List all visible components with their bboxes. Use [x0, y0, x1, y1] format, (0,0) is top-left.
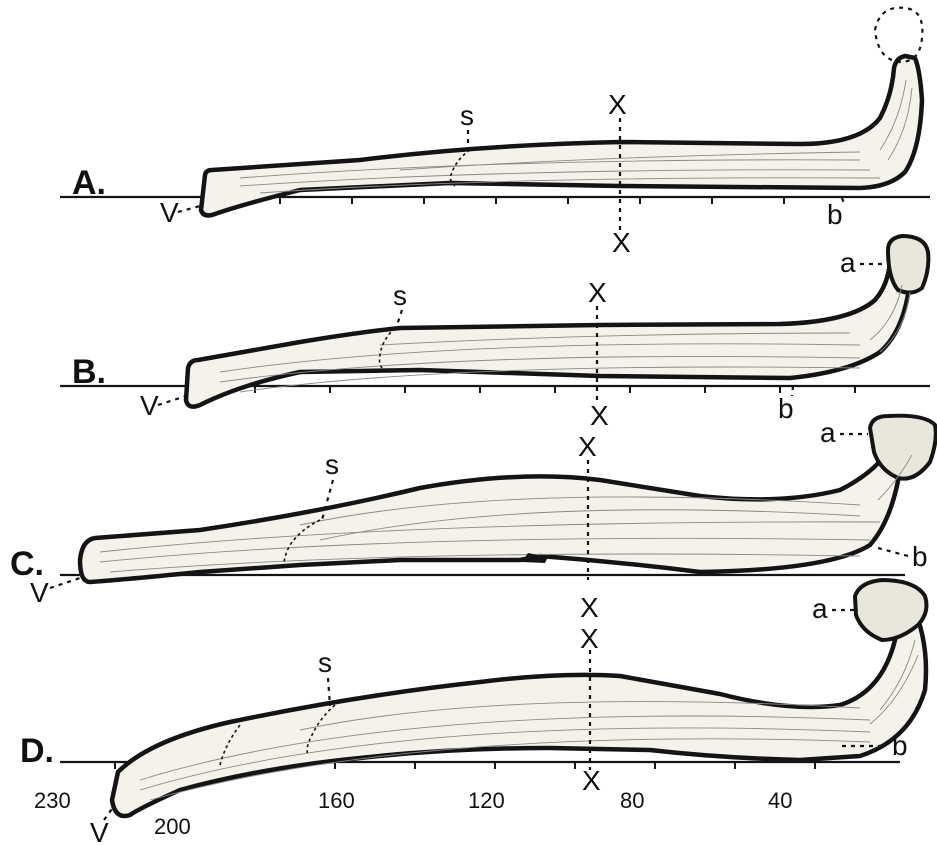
head-outline-a: [875, 8, 922, 62]
suture-label-d: s: [318, 647, 332, 678]
rib-b: [186, 240, 910, 407]
x-mark-bottom-d: X: [582, 765, 601, 796]
ventral-label-d: V: [90, 817, 109, 845]
b-label-b: b: [778, 393, 794, 424]
suture-label-c: s: [325, 449, 339, 480]
x-mark-bottom-a: X: [612, 227, 631, 258]
panel-label-d: D.: [20, 732, 54, 770]
scale-120: 120: [468, 788, 505, 813]
ventral-label-a: V: [160, 197, 179, 228]
b-label-a: b: [827, 199, 843, 230]
rib-d: [112, 600, 926, 816]
x-mark-bottom-b: X: [590, 400, 609, 431]
x-mark-top-b: X: [588, 277, 607, 308]
a-label-b: a: [840, 247, 856, 278]
panel-c: C. V s X a b: [10, 416, 936, 608]
ventral-label-c: V: [30, 577, 49, 608]
x-mark-top-a: X: [608, 89, 627, 120]
suture-label-b: s: [393, 280, 407, 311]
a-label-c: a: [820, 417, 836, 448]
panel-a: A. V s X X b: [60, 8, 930, 258]
scale-230: 230: [34, 788, 71, 813]
panel-label-a: A.: [72, 164, 106, 202]
scale-80: 80: [620, 788, 644, 813]
rib-c: [80, 440, 900, 582]
suture-label-a: s: [460, 100, 474, 131]
a-label-d: a: [812, 593, 828, 624]
scale-160: 160: [318, 788, 355, 813]
ventral-label-b: V: [140, 390, 159, 421]
x-mark-top-d: X: [580, 592, 599, 623]
b-label-c: b: [912, 541, 928, 572]
panel-label-b: B.: [72, 353, 106, 391]
b-label-d: b: [892, 730, 908, 761]
scale-200: 200: [154, 814, 191, 839]
panel-b: B. V s X X a b: [60, 236, 930, 431]
scale-40: 40: [768, 788, 792, 813]
x-mark-top-c: X: [578, 431, 597, 462]
x-mark-mid-d: X: [580, 623, 599, 654]
rib-a: [201, 56, 922, 215]
head-b: [888, 236, 928, 293]
